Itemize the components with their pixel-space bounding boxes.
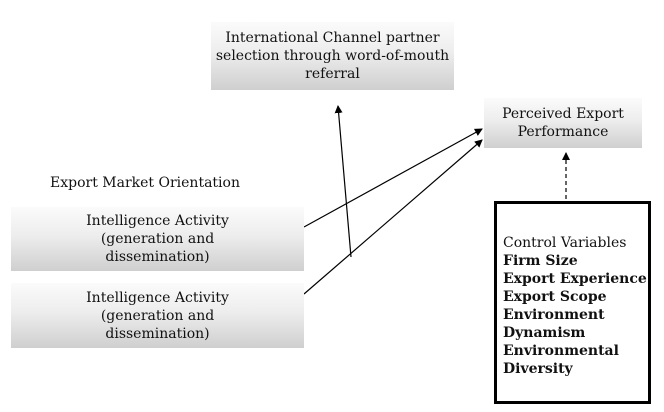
export-box-line-1: Perceived Export [502, 106, 624, 122]
channel-box-line-3: referral [305, 66, 360, 82]
channel-box-line-1: International Channel partner [225, 30, 440, 46]
control-variable-item: Export Scope [503, 289, 607, 305]
control-variable-item: Dynamism [503, 325, 586, 341]
intel2-line-1: Intelligence Activity [86, 289, 229, 306]
perceived-export-performance-box: Perceived Export Performance [484, 98, 642, 148]
channel-box-line-2: selection through word-of-mouth [215, 48, 450, 64]
control-variable-item: Export Experience [503, 271, 647, 287]
control-variable-item: Diversity [503, 361, 573, 377]
intelligence-activity-box-2: Intelligence Activity (generation and di… [11, 283, 304, 348]
control-variable-item: Firm Size [503, 253, 578, 269]
export-market-orientation-label: Export Market Orientation [50, 175, 240, 191]
intel2-line-3: dissemination) [105, 325, 210, 342]
control-variables-box: Control Variables Firm Size Export Exper… [494, 201, 651, 404]
export-box-line-2: Performance [517, 124, 609, 140]
intel1-line-2: (generation and [100, 231, 215, 247]
channel-partner-selection-box: International Channel partner selection … [211, 22, 454, 90]
control-variables-title: Control Variables [503, 235, 627, 251]
intel1-line-3: dissemination) [105, 249, 210, 265]
intel1-line-1: Intelligence Activity [86, 213, 229, 229]
arrow-to-channel [334, 105, 352, 258]
intel2-line-2: (generation and [100, 307, 215, 324]
arrow-intel1-to-export [303, 128, 483, 228]
control-variable-item: Environmental [503, 343, 619, 359]
control-variable-item: Environment [503, 307, 605, 323]
intelligence-activity-box-1: Intelligence Activity (generation and di… [11, 207, 304, 271]
arrow-intel2-to-export [303, 139, 483, 295]
